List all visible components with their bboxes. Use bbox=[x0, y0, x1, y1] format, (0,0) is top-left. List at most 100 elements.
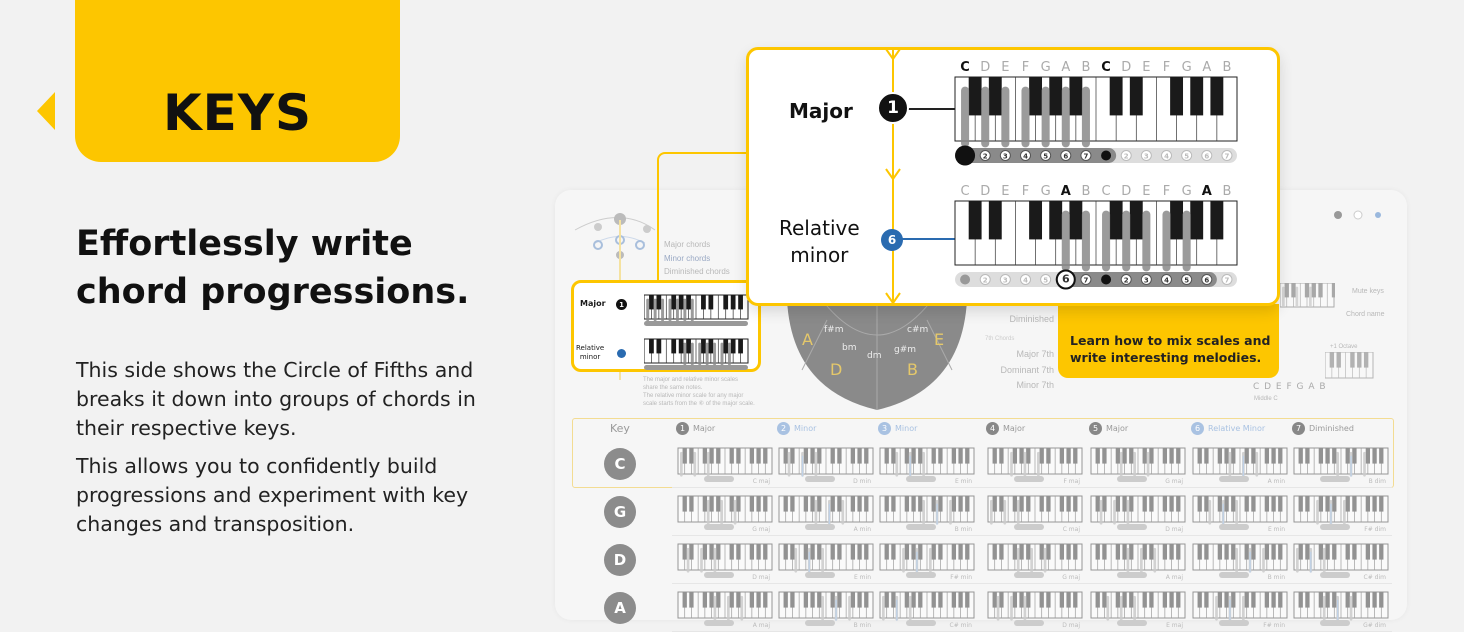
black-key bbox=[1109, 77, 1123, 116]
chord-note-marker bbox=[936, 503, 938, 525]
black-key bbox=[857, 544, 862, 560]
black-key bbox=[1102, 448, 1107, 464]
scale-note-marker bbox=[1113, 499, 1116, 525]
note-letter: D bbox=[980, 60, 990, 75]
black-key bbox=[999, 448, 1004, 464]
black-key bbox=[1224, 544, 1229, 560]
degree-bar bbox=[704, 620, 734, 626]
chord-note-marker bbox=[1249, 551, 1251, 573]
keyboard bbox=[987, 447, 1083, 477]
headline-line: chord progressions. bbox=[76, 272, 470, 312]
black-key bbox=[702, 496, 708, 512]
column-label: Minor bbox=[794, 424, 817, 433]
degree-number: 4 bbox=[1023, 277, 1028, 285]
chord-diagram: A maj bbox=[1090, 543, 1186, 581]
row-divider bbox=[672, 487, 1392, 488]
black-key bbox=[1251, 496, 1256, 512]
scale-note-marker bbox=[1363, 451, 1366, 477]
keyboard bbox=[987, 543, 1083, 573]
black-key bbox=[1210, 77, 1224, 116]
black-key bbox=[1298, 448, 1303, 464]
scale-note-marker bbox=[922, 499, 925, 525]
degree-dot bbox=[1020, 274, 1031, 285]
key-G[interactable]: G bbox=[604, 496, 636, 528]
black-key bbox=[1278, 544, 1283, 560]
black-key bbox=[1284, 283, 1289, 298]
black-key bbox=[1332, 448, 1337, 464]
black-key bbox=[1190, 77, 1204, 116]
chord-name: G maj bbox=[752, 526, 770, 533]
black-key bbox=[1372, 496, 1377, 512]
chord-diagram: A min bbox=[778, 495, 874, 533]
black-key bbox=[1176, 448, 1181, 464]
black-key bbox=[723, 295, 729, 310]
black-key bbox=[1012, 496, 1018, 512]
key-D[interactable]: D bbox=[604, 544, 636, 576]
scale-note-marker bbox=[646, 298, 650, 322]
black-key bbox=[783, 496, 788, 512]
circle-minor-key: f#m bbox=[824, 325, 843, 335]
scale-note-marker bbox=[1162, 210, 1171, 272]
key-A[interactable]: A bbox=[604, 592, 636, 624]
black-key bbox=[1372, 448, 1377, 464]
scale-note-marker bbox=[1126, 499, 1130, 525]
minor-connector bbox=[900, 238, 957, 240]
black-key bbox=[830, 496, 835, 512]
black-key bbox=[951, 496, 957, 512]
chord-name: A min bbox=[854, 526, 872, 533]
keyboard bbox=[778, 591, 874, 621]
degree-bar bbox=[704, 572, 734, 578]
scale-note-marker bbox=[713, 342, 717, 366]
black-key bbox=[1019, 496, 1024, 512]
description-2: This allows you to confidently build pro… bbox=[76, 454, 469, 536]
black-key bbox=[709, 496, 714, 512]
black-key bbox=[1169, 544, 1174, 560]
black-key bbox=[958, 448, 963, 464]
black-key bbox=[1190, 201, 1204, 240]
keyboard-body bbox=[879, 543, 975, 571]
black-key bbox=[1305, 448, 1310, 464]
keyboard-body bbox=[1280, 283, 1335, 308]
black-key bbox=[1029, 201, 1043, 240]
black-key bbox=[749, 448, 755, 464]
degree-dot bbox=[1020, 150, 1031, 161]
black-key bbox=[1379, 544, 1384, 560]
note-letter: G bbox=[1182, 184, 1192, 199]
black-key bbox=[1197, 448, 1202, 464]
black-key bbox=[701, 339, 706, 354]
black-key bbox=[1318, 283, 1323, 298]
scale-note-marker bbox=[1282, 286, 1285, 308]
black-key bbox=[1129, 496, 1134, 512]
scale-note-marker bbox=[690, 298, 694, 322]
degree-icon: 3 bbox=[878, 422, 891, 435]
keyboard bbox=[778, 495, 874, 525]
scale-note-marker bbox=[1133, 451, 1136, 477]
black-key bbox=[965, 448, 970, 464]
keyboard bbox=[677, 447, 773, 477]
black-key bbox=[1115, 448, 1121, 464]
black-key bbox=[1197, 544, 1202, 560]
previous-arrow-icon[interactable] bbox=[37, 92, 55, 130]
black-key bbox=[1122, 448, 1127, 464]
scale-note-marker bbox=[661, 298, 665, 322]
degree-number: 3 bbox=[1003, 153, 1008, 161]
black-key bbox=[911, 448, 916, 464]
scale-note-marker bbox=[935, 499, 939, 525]
scale-note-marker bbox=[683, 342, 687, 366]
caption-line: scale starts from the ⑥ of the major sca… bbox=[643, 401, 755, 407]
chord-note-marker bbox=[1336, 599, 1339, 621]
black-key bbox=[708, 295, 714, 310]
black-key bbox=[1029, 77, 1043, 116]
tip-callout: Learn how to mix scales and write intere… bbox=[1058, 304, 1279, 378]
scale-note-marker bbox=[1329, 499, 1333, 525]
chord-diagram: C# min bbox=[879, 591, 975, 629]
black-key bbox=[1142, 496, 1147, 512]
black-key bbox=[1122, 544, 1127, 560]
black-key bbox=[837, 448, 842, 464]
key-C[interactable]: C bbox=[604, 448, 636, 480]
chord-diagram: B min bbox=[1192, 543, 1288, 581]
caption-line: The major and relative minor scales bbox=[643, 377, 739, 383]
degree-number: 5 bbox=[1184, 153, 1189, 161]
